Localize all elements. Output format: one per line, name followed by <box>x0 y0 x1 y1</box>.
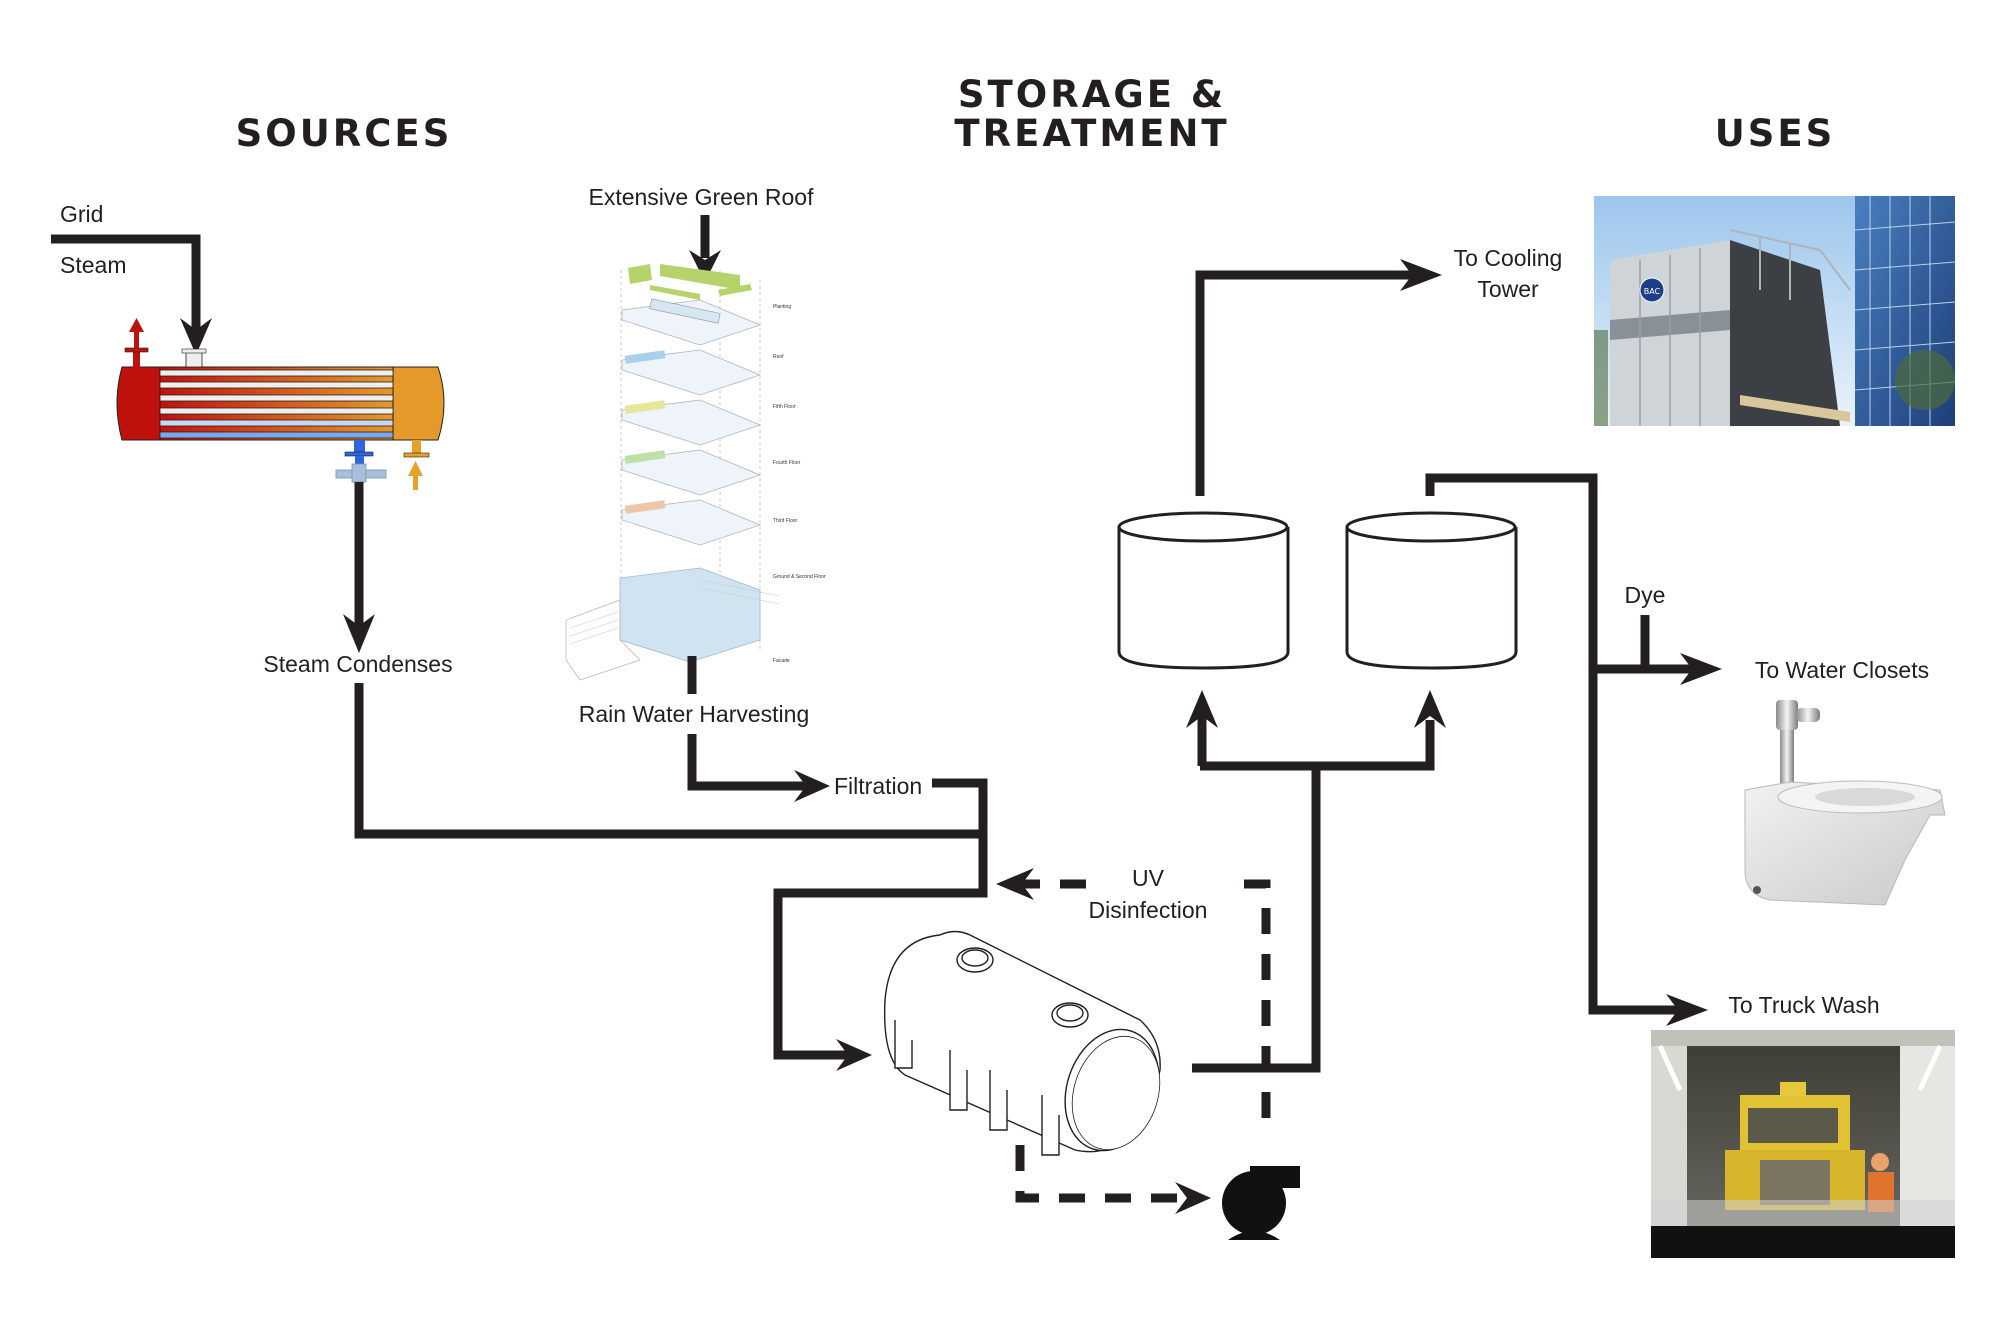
tank-inlet-arrowhead <box>836 1039 872 1071</box>
pump-arrowhead <box>1175 1182 1211 1214</box>
floor-label-fourth: Fourth Floor <box>773 460 801 466</box>
floor-label-roof: Roof <box>773 354 784 360</box>
grid-steam-pipe <box>51 234 201 330</box>
building-section-illustration: Planting Roof Fifth Floor Fourth Floor T… <box>565 264 826 681</box>
storage-tank-left-icon <box>1117 511 1290 670</box>
steam-label: Steam <box>60 252 126 278</box>
storage-tank-right-icon <box>1345 511 1518 670</box>
uv-label-line2: Disinfection <box>1089 897 1208 923</box>
uv-arrowhead <box>996 868 1034 900</box>
cooling-tower-photo: BAC <box>1594 196 1956 426</box>
cooling-tower-arrowhead <box>1400 259 1442 291</box>
filtration-label: Filtration <box>834 773 922 799</box>
storage-header-line2: TREATMENT <box>954 112 1229 155</box>
green-roof-label: Extensive Green Roof <box>588 184 814 210</box>
condensate-arrowhead <box>343 614 375 653</box>
floor-label-facade: Facade <box>773 658 790 664</box>
floor-label-planting: Planting <box>773 304 791 310</box>
uses-distribution-pipe <box>1425 473 1680 1015</box>
truck-wash-photo <box>1651 1030 1955 1258</box>
uses-header: USES <box>1715 112 1836 155</box>
floor-label-ground-second: Ground & Second Floor <box>773 574 826 580</box>
grid-label: Grid <box>60 201 103 227</box>
uv-label-line1: UV <box>1132 865 1165 891</box>
cooling-tower-label-line2: Tower <box>1477 276 1539 302</box>
truck-wash-arrowhead <box>1666 994 1708 1026</box>
truck-wash-label: To Truck Wash <box>1728 992 1879 1018</box>
cooling-tower-label-line1: To Cooling <box>1454 245 1563 271</box>
heat-exchanger-icon <box>116 318 445 490</box>
water-closets-label: To Water Closets <box>1755 657 1929 683</box>
rainwater-pipe-lower <box>687 734 808 791</box>
pump-icon <box>1222 1166 1300 1240</box>
sources-header: SOURCES <box>236 112 453 155</box>
uv-disinfection-line <box>1020 879 1271 1118</box>
cooling-tower-pipe <box>1195 270 1420 496</box>
filtration-to-tank-pipe <box>773 778 988 1060</box>
horizontal-storage-tank-icon <box>883 930 1161 1156</box>
condensate-return-pipe <box>354 683 983 839</box>
steam-condenses-label: Steam Condenses <box>263 651 452 677</box>
floor-label-fifth: Fifth Floor <box>773 404 796 410</box>
cooling-tower-logo: BAC <box>1644 287 1661 296</box>
left-storage-arrowhead <box>1186 690 1218 728</box>
tank-to-pump-line <box>1015 1145 1180 1203</box>
water-closets-arrowhead <box>1680 653 1722 685</box>
floor-label-third: Third Floor <box>773 518 798 524</box>
green-roof-arrowhead <box>689 250 721 282</box>
filtration-arrowhead <box>794 770 830 802</box>
water-closet-photo <box>1744 700 1946 906</box>
storage-header-line1: STORAGE & <box>958 73 1226 116</box>
dye-label: Dye <box>1625 582 1666 608</box>
rain-water-harvesting-label: Rain Water Harvesting <box>579 701 810 727</box>
steam-arrowhead <box>180 318 212 355</box>
right-storage-arrowhead <box>1414 690 1446 728</box>
